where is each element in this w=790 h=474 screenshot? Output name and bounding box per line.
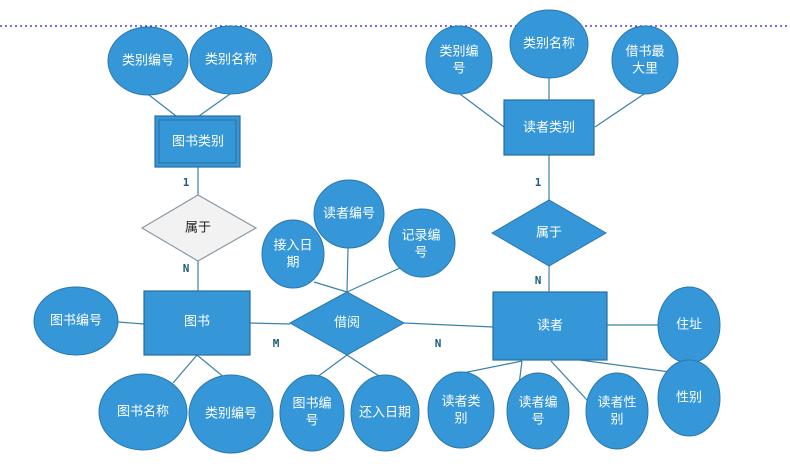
attr-label: 图书编 [292,397,331,412]
attr-label: 大里 [632,62,658,77]
attr-category-id[interactable]: 类别编号 [107,26,189,96]
cardinality-label: N [183,262,190,275]
attr-label: 还入日期 [359,406,411,421]
attr-label: 号 [531,413,544,428]
attr-category-name[interactable]: 类别名称 [189,25,273,95]
attr-label: 类别编 [439,45,478,60]
attr-label: 类别编号 [122,54,174,69]
attr-label: 借书最 [625,45,664,60]
attr-address[interactable]: 住址 [657,286,721,364]
attr-label: 类别名称 [523,36,575,52]
attr-label: 接入日 [273,238,312,254]
cardinality-label: 1 [183,176,190,189]
relationship-label: 属于 [536,226,562,241]
cardinality-label: M [273,337,280,350]
attr-label: 类别名称 [205,52,257,68]
relationship-label: 借阅 [334,316,360,331]
attr-label: 别 [610,413,623,428]
entity-label: 读者类别 [523,121,575,136]
cardinality-label: N [535,274,542,287]
attr-label: 读者编 [518,396,557,411]
entity-label: 读者 [537,319,563,334]
entity-reader[interactable]: 读者 [492,291,608,361]
attr-reader-category-id[interactable]: 类别编 号 [425,25,493,95]
attr-reader-category-name[interactable]: 类别名称 [509,9,589,79]
attr-label: 读者性 [597,396,636,411]
attr-label: 别 [454,412,467,427]
attr-label: 住址 [676,318,702,333]
attr-return-date[interactable]: 还入日期 [350,374,420,452]
attr-reader-gender[interactable]: 读者性 别 [585,372,649,450]
relationship-book-belongs[interactable]: 属于 [140,194,258,262]
attr-reader-type[interactable]: 读者类 别 [427,371,495,449]
entity-label: 图书 [184,315,210,330]
attr-label: 图书名称 [117,404,169,420]
attr-borrow-book-id[interactable]: 图书编 号 [279,374,345,452]
relationship-label: 属于 [185,221,211,236]
attr-gender[interactable]: 性别 [657,359,721,437]
attr-label: 记录编 [401,229,440,244]
attr-record-id[interactable]: 记录编 号 [388,208,456,278]
attr-max-borrow[interactable]: 借书最 大里 [611,25,679,95]
cardinality-label: 1 [535,176,542,189]
attr-borrow-reader-id[interactable]: 读者编号 [313,179,385,249]
attr-label: 期 [286,256,299,271]
entity-reader-category[interactable]: 读者类别 [503,99,595,156]
attr-book-category-id[interactable]: 类别编号 [188,374,274,454]
attr-label: 号 [414,246,427,261]
attr-label: 号 [305,414,318,429]
attr-reader-id[interactable]: 读者编 号 [506,372,570,450]
attr-label: 类别编号 [205,407,257,422]
entity-book-category[interactable]: 图书类别 [154,115,241,168]
relationship-borrow[interactable]: 借阅 [288,291,406,356]
entity-label: 图书类别 [172,135,224,150]
attr-book-name[interactable]: 图书名称 [98,373,188,451]
cardinality-label: N [435,337,442,350]
attr-label: 号 [452,62,465,77]
entity-book[interactable]: 图书 [143,290,251,356]
attr-label: 性别 [676,391,702,406]
attr-label: 图书编号 [50,314,102,329]
attr-label: 读者编号 [323,207,375,222]
attr-book-id[interactable]: 图书编号 [33,286,119,356]
relationship-reader-belongs[interactable]: 属于 [491,199,607,267]
attr-borrow-date[interactable]: 接入日 期 [261,219,325,289]
attr-label: 读者类 [441,395,480,410]
